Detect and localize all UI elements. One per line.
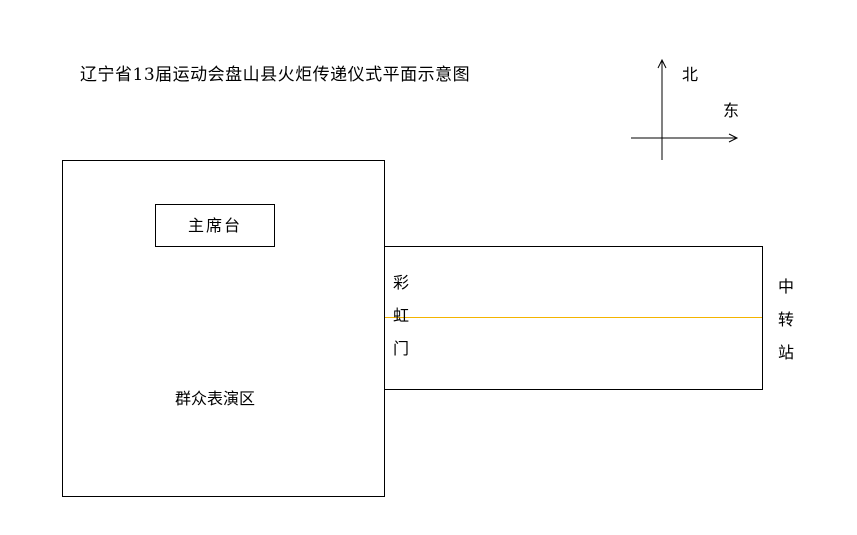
diagram-title: 辽宁省13届运动会盘山县火炬传递仪式平面示意图 — [80, 65, 471, 85]
compass-east-arrowhead — [728, 133, 739, 143]
torch-route-line — [385, 317, 762, 318]
compass-rose: 北 东 — [625, 50, 755, 170]
performance-area-label: 群众表演区 — [175, 389, 256, 408]
compass-east-label: 东 — [723, 101, 740, 120]
transfer-station-char: 站 — [777, 343, 794, 362]
rainbow-arch-char: 彩 — [392, 273, 409, 292]
compass-arrows-icon — [631, 58, 739, 160]
rainbow-arch-char: 门 — [392, 339, 409, 358]
rainbow-arch-char: 虹 — [392, 306, 409, 325]
transfer-station-char: 转 — [777, 310, 794, 329]
rainbow-arch-label: 彩 虹 门 — [391, 266, 411, 365]
tribune-box: 主席台 — [155, 204, 275, 247]
transfer-station-label: 中 转 站 — [776, 270, 796, 369]
compass-north-label: 北 — [682, 65, 699, 84]
relay-corridor-outline — [384, 246, 763, 390]
performance-area-outline — [62, 160, 385, 497]
transfer-station-char: 中 — [777, 277, 794, 296]
compass-north-arrowhead — [657, 58, 667, 69]
